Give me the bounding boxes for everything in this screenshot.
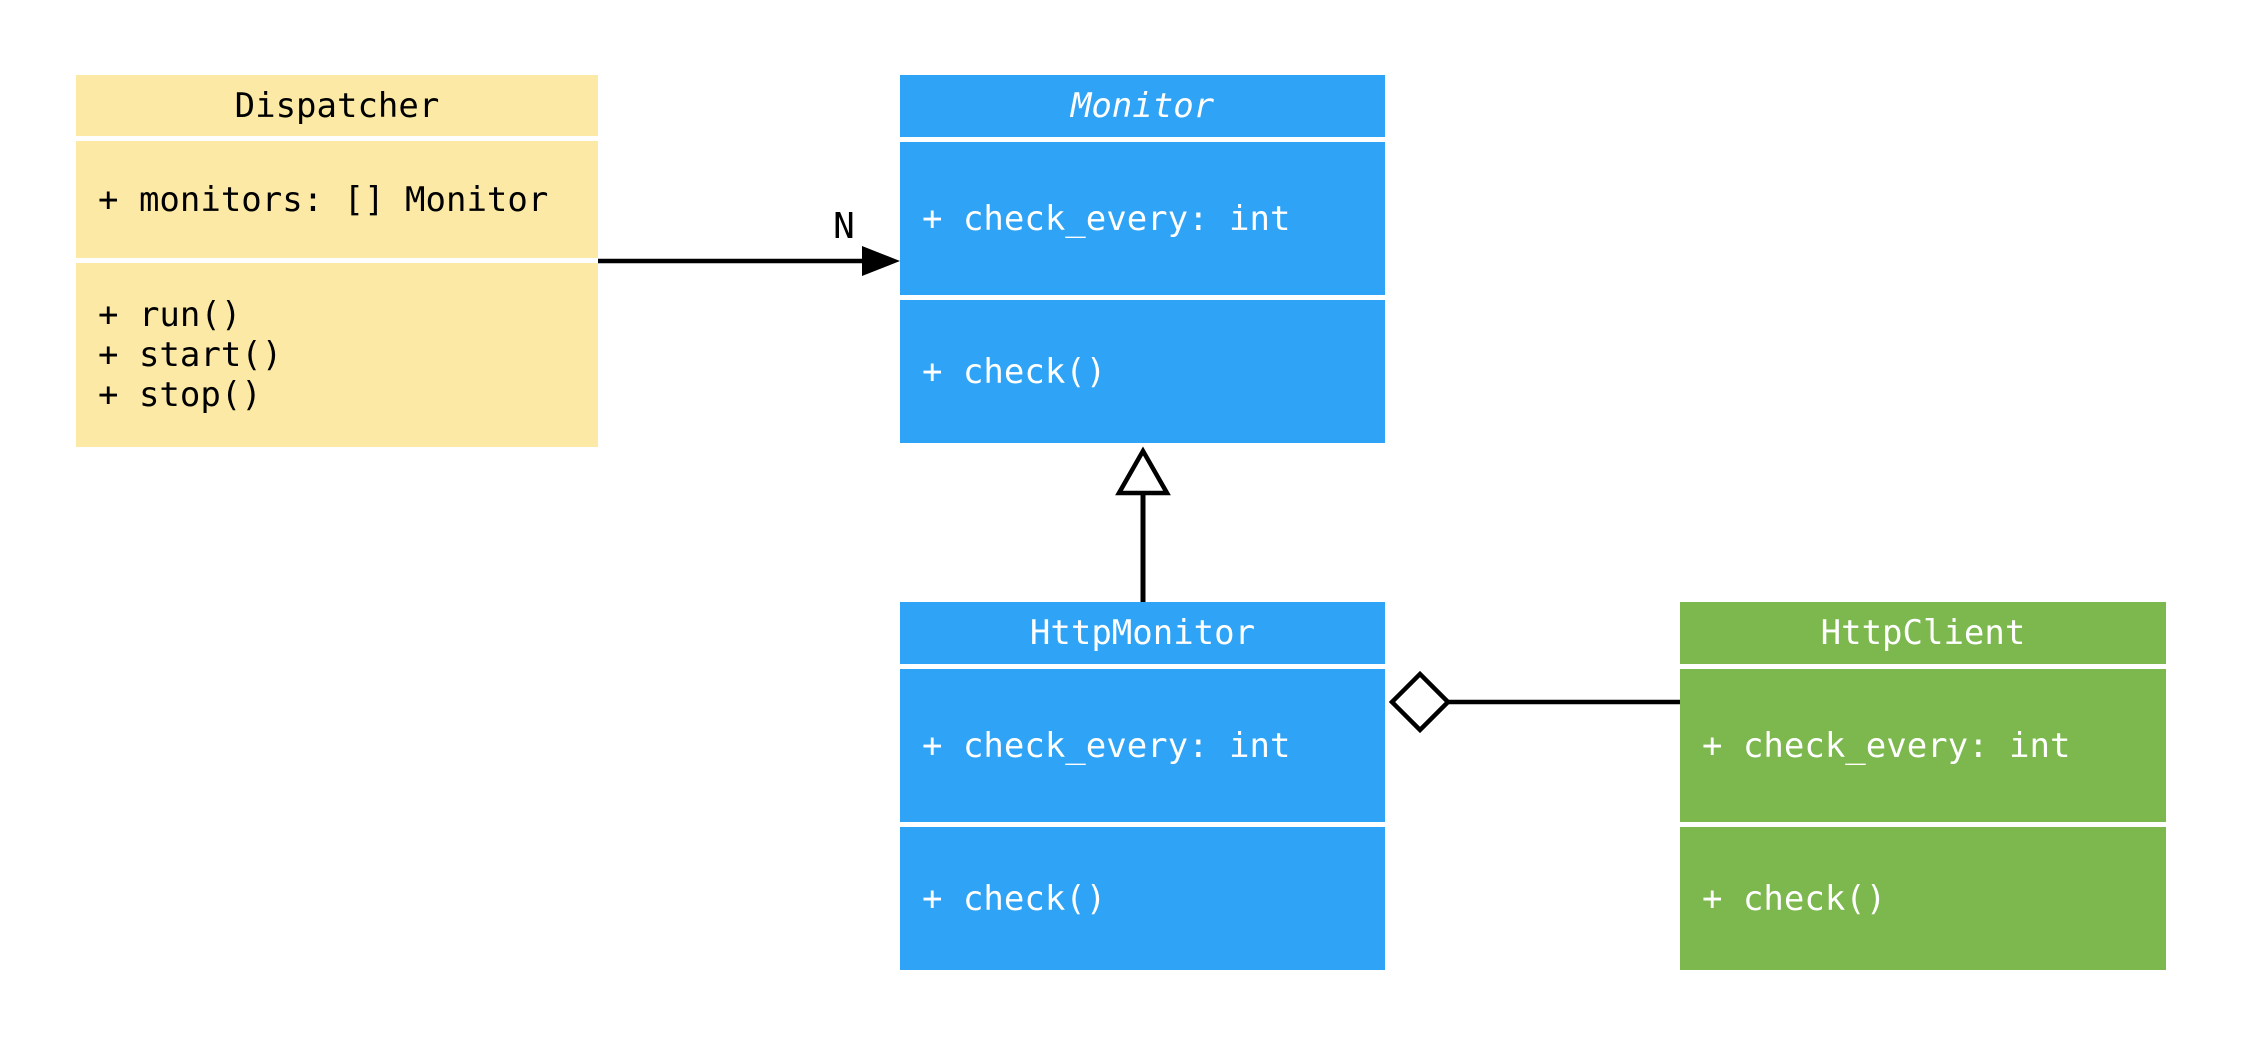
attribute-line: + check_every: int — [922, 198, 1291, 239]
class-box-httpmonitor: HttpMonitor + check_every: int + check() — [900, 602, 1385, 970]
methods-section-httpmonitor: + check() — [900, 827, 1385, 970]
class-name-label: Monitor — [1070, 86, 1215, 126]
hollow-triangle-icon — [1115, 446, 1171, 496]
attribute-line: + check_every: int — [1702, 725, 2071, 766]
attribute-line: + check_every: int — [922, 725, 1291, 766]
class-title-httpmonitor: HttpMonitor — [900, 602, 1385, 664]
hollow-diamond-icon — [1388, 670, 1452, 734]
method-line: + check() — [922, 878, 1107, 919]
attribute-line: + monitors: [] Monitor — [98, 179, 549, 220]
class-name-label: Dispatcher — [234, 85, 440, 126]
class-title-httpclient: HttpClient — [1680, 602, 2166, 664]
methods-section-monitor: + check() — [900, 300, 1385, 443]
class-box-httpclient: HttpClient + check_every: int + check() — [1680, 602, 2166, 970]
attributes-section-monitor: + check_every: int — [900, 142, 1385, 295]
attributes-section-httpmonitor: + check_every: int — [900, 669, 1385, 822]
method-line: + check() — [922, 351, 1107, 392]
method-line: + stop() — [98, 375, 262, 415]
multiplicity-label: N — [833, 206, 855, 247]
attributes-section-dispatcher: + monitors: [] Monitor — [76, 141, 598, 258]
methods-section-httpclient: + check() — [1680, 827, 2166, 970]
class-box-monitor: Monitor + check_every: int + check() — [900, 75, 1385, 443]
class-name-label: HttpMonitor — [1029, 613, 1256, 653]
class-title-monitor: Monitor — [900, 75, 1385, 137]
association-arrow-dispatcher-monitor — [598, 246, 900, 276]
method-line: + start() — [98, 335, 283, 375]
class-name-label: HttpClient — [1820, 613, 2026, 653]
aggregation-connector-httpmonitor-httpclient — [1388, 670, 1680, 734]
arrowhead-icon — [862, 246, 900, 276]
method-line: + run() — [98, 295, 242, 335]
method-line: + check() — [1702, 878, 1887, 919]
attributes-section-httpclient: + check_every: int — [1680, 669, 2166, 822]
inheritance-arrow-httpmonitor-monitor — [1115, 446, 1171, 602]
class-box-dispatcher: Dispatcher + monitors: [] Monitor + run(… — [76, 75, 598, 447]
class-title-dispatcher: Dispatcher — [76, 75, 598, 136]
methods-section-dispatcher: + run() + start() + stop() — [76, 263, 598, 447]
